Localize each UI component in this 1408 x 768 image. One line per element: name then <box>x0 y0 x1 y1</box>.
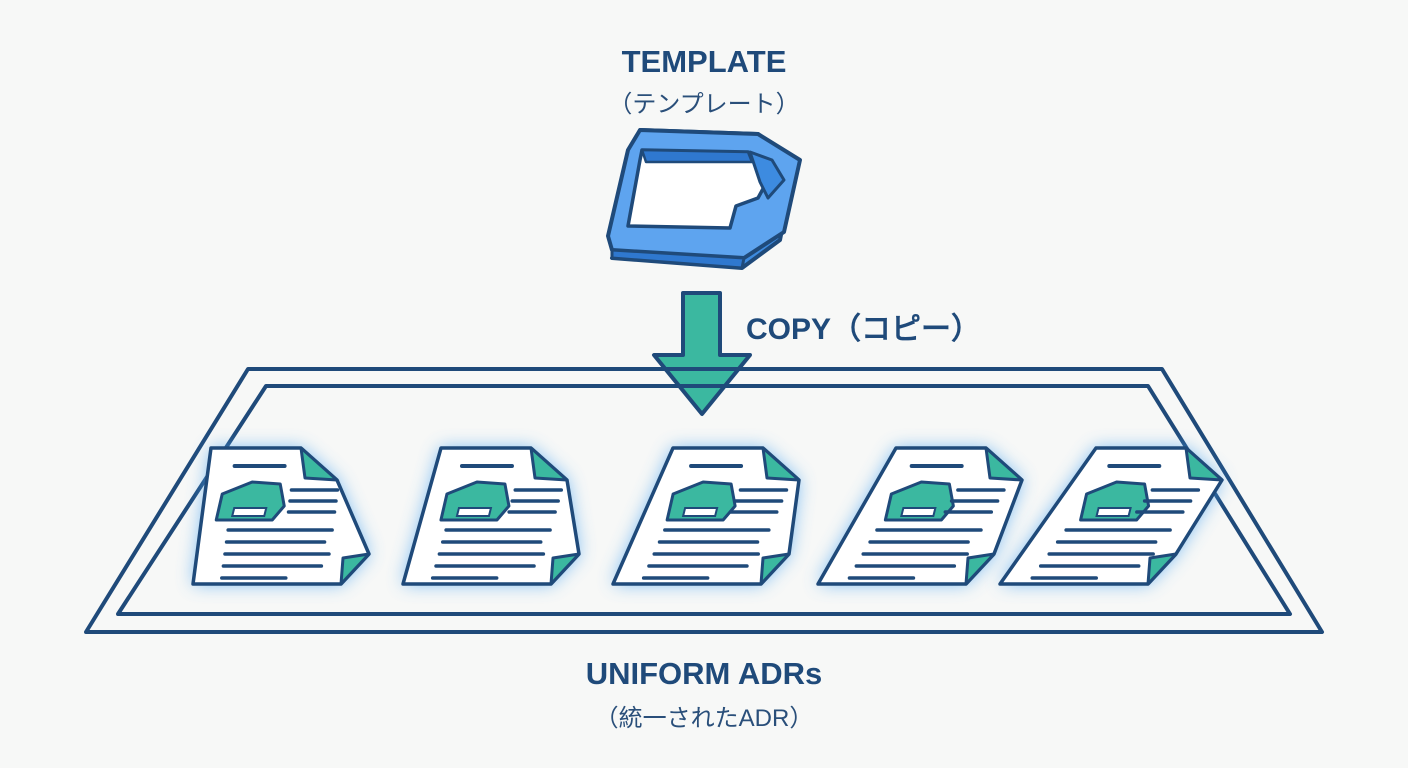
result-title: UNIFORM ADRs <box>585 656 823 691</box>
platform-outer-edge <box>84 367 1324 634</box>
document-corner-fold-top <box>984 446 1024 482</box>
document-emblem-inner <box>230 507 268 517</box>
platform-frame <box>84 367 1324 634</box>
document-emblem-inner <box>455 507 493 517</box>
document-emblem-inner <box>1095 507 1132 517</box>
template-icon <box>606 128 802 270</box>
platform-inner-edge <box>116 384 1292 616</box>
document-corner-fold-top <box>761 446 801 482</box>
document-corner-fold-bottom <box>1146 552 1178 586</box>
template-subtitle: （テンプレート） <box>608 91 800 118</box>
document-corner-fold-top <box>299 446 339 482</box>
result-subtitle: （統一されたADR） <box>594 705 814 732</box>
document-emblem-inner <box>681 507 719 517</box>
adr-document <box>816 446 1024 586</box>
copy-arrow <box>652 291 752 416</box>
template-title: TEMPLATE <box>621 44 787 79</box>
adr-document <box>401 446 581 586</box>
adr-document <box>611 446 801 586</box>
uniform-adr-documents <box>191 446 1224 586</box>
copy-label: COPY（コピー） <box>746 313 982 346</box>
adr-document <box>998 446 1224 586</box>
document-corner-fold-bottom <box>964 552 996 586</box>
adr-document <box>191 446 371 586</box>
document-corner-fold-bottom <box>759 552 791 586</box>
document-corner-fold-top <box>529 446 569 482</box>
document-corner-fold-top <box>1184 446 1224 482</box>
document-corner-fold-bottom <box>549 552 581 586</box>
document-emblem-inner <box>900 507 937 517</box>
document-corner-fold-bottom <box>339 552 371 586</box>
